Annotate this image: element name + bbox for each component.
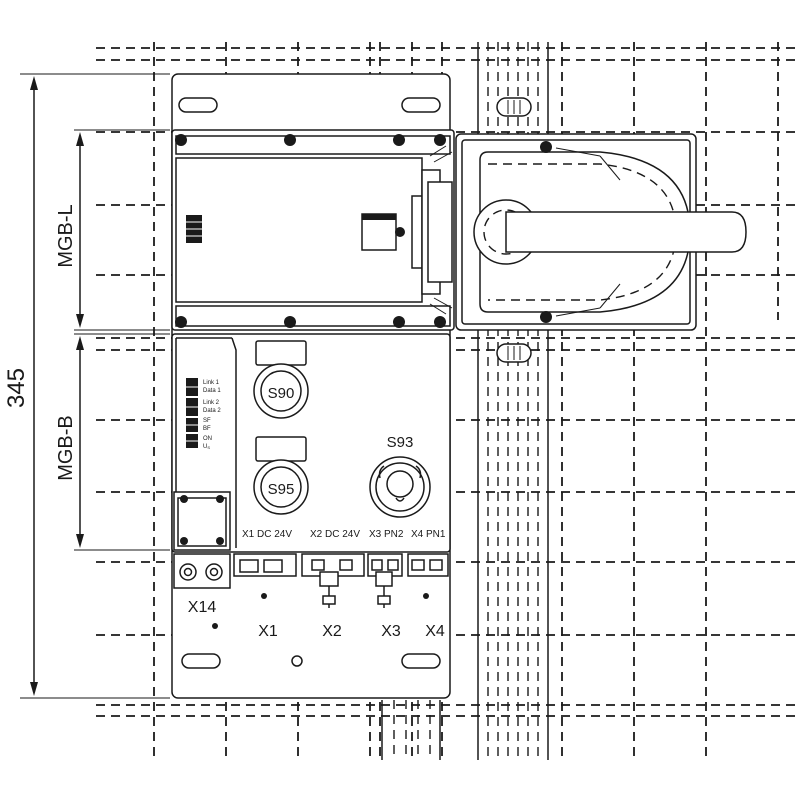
- s95-label: S95: [268, 481, 295, 498]
- mounting-slot: [181, 653, 221, 669]
- led-label-link1: Link 1: [203, 380, 220, 386]
- mounting-slot: [401, 97, 441, 113]
- led-column: Link 1 Data 1 Link 2 Data 2 SF BF ON US: [186, 378, 221, 450]
- led-label-data2: Data 2: [203, 408, 221, 414]
- mounting-slot: [178, 97, 218, 113]
- led-label-link2: Link 2: [203, 400, 220, 406]
- pushbutton-s95: S95: [253, 436, 309, 515]
- led-label-bf: BF: [203, 426, 211, 432]
- led-label-us: US: [203, 444, 210, 450]
- emergency-stop-s93: S93: [369, 434, 431, 518]
- button-label-plate: [255, 340, 307, 366]
- led-label-on: ON: [203, 436, 212, 442]
- x4-label: X4: [425, 623, 445, 640]
- s90-label: S90: [268, 385, 295, 402]
- x14-label: X14: [188, 599, 217, 616]
- bottom-rail: [381, 700, 441, 760]
- dimension-total-label: 345: [3, 368, 30, 408]
- dimension-total: 345: [3, 73, 170, 699]
- x4-rating: X4 PN1: [411, 529, 446, 540]
- led-label-data1: Data 1: [203, 388, 221, 394]
- x3-rating: X3 PN2: [369, 529, 404, 540]
- x14-terminal: X14: [173, 553, 231, 616]
- x1-label: X1: [258, 623, 278, 640]
- dimension-lower-label: MGB-B: [55, 415, 77, 481]
- dimension-lower: MGB-B: [55, 333, 170, 551]
- dimension-upper: MGB-L: [55, 129, 170, 331]
- x1-rating: X1 DC 24V: [242, 529, 292, 540]
- connector-designations: X1 X2 X3 X4: [258, 623, 445, 640]
- dimension-upper-label: MGB-L: [55, 204, 77, 267]
- handle-module: [455, 133, 747, 331]
- x2-rating: X2 DC 24V: [310, 529, 360, 540]
- x2-label: X2: [322, 623, 342, 640]
- connector-ratings: X1 DC 24V X2 DC 24V X3 PN2 X4 PN1: [242, 529, 446, 540]
- locking-module: [171, 129, 455, 331]
- connectors: [212, 553, 449, 667]
- led-label-sf: SF: [203, 418, 211, 424]
- button-label-plate: [255, 436, 307, 462]
- pushbutton-s90: S90: [253, 340, 309, 419]
- handle-bar: [505, 211, 747, 253]
- mounting-slot: [401, 653, 441, 669]
- x3-label: X3: [381, 623, 401, 640]
- s93-label: S93: [387, 434, 414, 451]
